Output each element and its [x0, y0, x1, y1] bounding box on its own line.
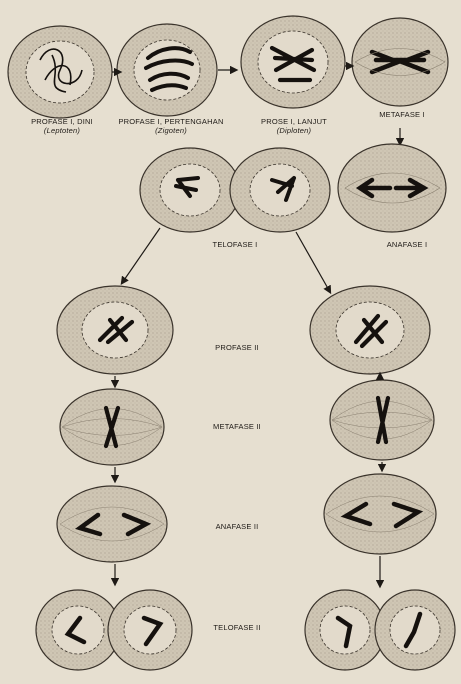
- arrow-6: [296, 232, 330, 292]
- cell-anafase-i: [338, 144, 446, 232]
- arrow-5: [122, 228, 160, 283]
- label-telofase-i-title: TELOFASE I: [195, 240, 275, 249]
- label-profase-i-pertengahan-subtitle: (Zigoten): [106, 126, 236, 135]
- label-anafase-i: ANAFASE I: [372, 240, 442, 249]
- label-profase-i-pertengahan: PROFASE I, PERTENGAHAN (Zigoten): [106, 117, 236, 135]
- cell-profase-ii-right: [310, 286, 430, 374]
- label-metafase-i-title: METAFASE I: [362, 110, 442, 119]
- cell-profase-i-pertengahan: [117, 24, 217, 116]
- label-prose-i-lanjut-subtitle: (Diploten): [248, 126, 340, 135]
- cell-anafase-ii-right: [324, 474, 436, 554]
- label-anafase-i-title: ANAFASE I: [372, 240, 442, 249]
- cell-metafase-ii-right: [330, 380, 434, 460]
- label-profase-i-dini-title: PROFASE I, DINI: [18, 117, 106, 126]
- label-prose-i-lanjut: PROSE I, LANJUT (Diploten): [248, 117, 340, 135]
- label-profase-i-dini: PROFASE I, DINI (Leptoten): [18, 117, 106, 135]
- label-profase-ii: PROFASE II: [202, 343, 272, 352]
- cell-profase-i-dini: [8, 26, 112, 118]
- cell-telofase-i: [140, 148, 330, 232]
- cell-metafase-i: [352, 18, 448, 106]
- cell-profase-ii-left: [57, 286, 173, 374]
- label-prose-i-lanjut-title: PROSE I, LANJUT: [248, 117, 340, 126]
- label-telofase-ii: TELOFASE II: [200, 623, 274, 632]
- cell-telofase-ii-left: [36, 590, 192, 670]
- cell-anafase-ii-left: [57, 486, 167, 562]
- label-telofase-i: TELOFASE I: [195, 240, 275, 249]
- cell-prose-i-lanjut: [241, 16, 345, 108]
- label-metafase-i: METAFASE I: [362, 110, 442, 119]
- label-profase-i-dini-subtitle: (Leptoten): [18, 126, 106, 135]
- label-metafase-ii: METAFASE II: [200, 422, 274, 431]
- cell-metafase-ii-left: [60, 389, 164, 465]
- cell-telofase-ii-right: [305, 590, 455, 670]
- label-profase-i-pertengahan-title: PROFASE I, PERTENGAHAN: [106, 117, 236, 126]
- label-anafase-ii: ANAFASE II: [200, 522, 274, 531]
